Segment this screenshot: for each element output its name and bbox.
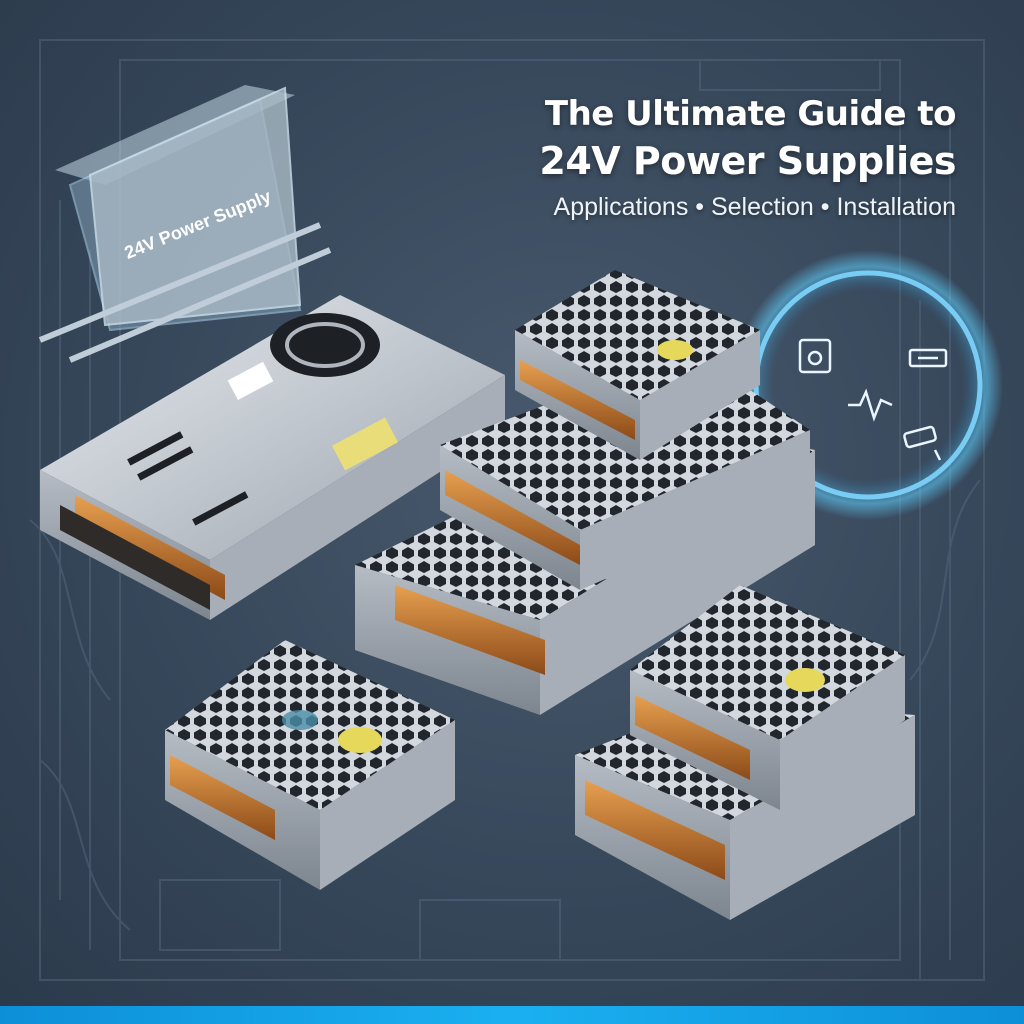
- security-camera-icon: [903, 425, 942, 461]
- bottom-accent-bar: [0, 1006, 1024, 1024]
- headline-title-line2: 24V Power Supplies: [539, 139, 956, 183]
- headline-block: The Ultimate Guide to 24V Power Supplies…: [486, 92, 956, 222]
- heartbeat-icon: [848, 388, 893, 422]
- headline-title-line1: The Ultimate Guide to: [544, 94, 957, 134]
- headline-subtitle: Applications • Selection • Installation: [553, 193, 956, 221]
- fan-cooled-power-supply: [40, 295, 505, 620]
- compact-power-supply-left: [165, 640, 455, 890]
- pcb-module-icon: [908, 348, 948, 368]
- compact-power-supplies-right: [575, 585, 915, 920]
- appliance-icon: [798, 338, 832, 374]
- stacked-power-supplies: [355, 270, 815, 715]
- hologram-power-supply: 24V Power Supply: [38, 85, 332, 363]
